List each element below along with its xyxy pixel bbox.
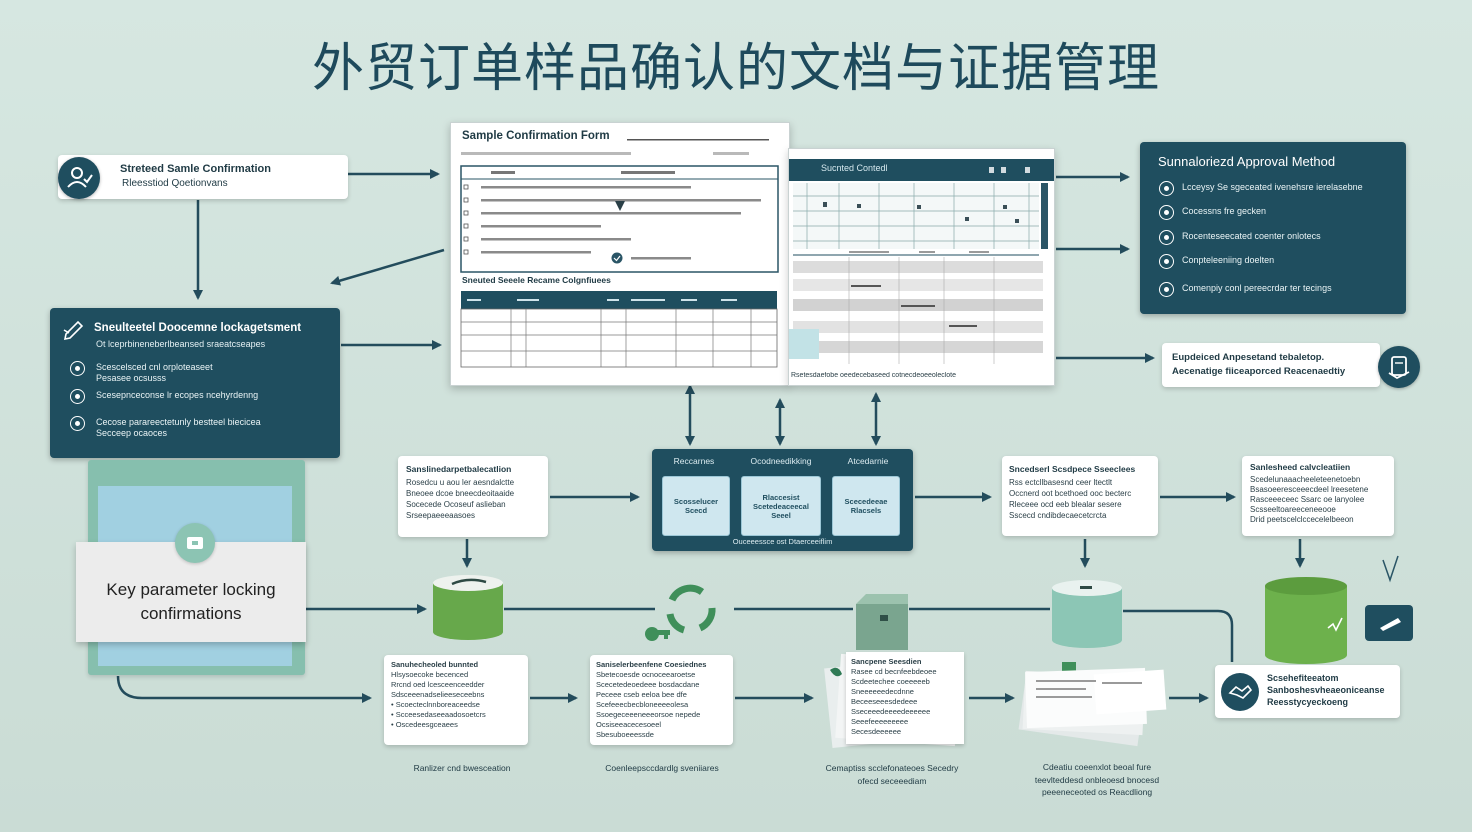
records-card-header: Sucnted Contedl xyxy=(821,163,888,173)
check-mark-icon xyxy=(1382,555,1399,583)
mailbox-icon xyxy=(856,594,908,650)
bullet-icon: • xyxy=(391,720,396,729)
key-icon xyxy=(645,627,670,641)
user-check-icon xyxy=(58,157,100,199)
paper-stack-icon xyxy=(1018,662,1167,747)
approval-item-icon xyxy=(1159,282,1174,297)
approval-method-title: Sunnaloriezd Approval Method xyxy=(1158,154,1336,169)
center-header: Atcedarnie xyxy=(847,456,889,466)
locking-item: Cecose parareectetunly bestteel biecicea… xyxy=(96,417,261,438)
center-header: Reccarnes xyxy=(673,456,715,466)
flow-arrow xyxy=(116,675,372,703)
handshake-icon xyxy=(1221,673,1259,711)
approval-item: Conpteleeniing doelten xyxy=(1182,255,1275,265)
sample-confirmation-form: Sample Confirmation Form Sneuted Seeele … xyxy=(450,122,790,386)
lock-icon xyxy=(175,523,215,563)
archive-line: Scsehefiteeatom xyxy=(1267,673,1339,683)
approval-method-panel: Sunnaloriezd Approval Method Lcceysy Se … xyxy=(1140,142,1406,314)
green-cylinder-icon xyxy=(433,575,503,640)
center-verification-panel: Reccarnes Ocodneedikking Atcedarnie Scos… xyxy=(652,449,913,551)
sample-box-line1: Streteed Samle Confirmation xyxy=(120,163,271,175)
sample-box-line2: Rleesstiod Qoetionvans xyxy=(122,178,228,189)
approval-item: Cocessns fre gecken xyxy=(1182,206,1267,216)
locking-item: Scesepnceconse lr ecopes ncehyrdenng xyxy=(96,390,259,400)
approval-note-line2: Aecenatige fiiceaporced Reacenaedtiy xyxy=(1172,366,1346,377)
form-body-graphic xyxy=(460,139,779,368)
locking-title: Sneulteetel Doocemne lockagetsment xyxy=(94,322,302,334)
form-section-label: Sneuted Seeele Recame Colgnfiuees xyxy=(462,275,611,285)
approval-item: Comenpiy conl pereecrdar ter tecings xyxy=(1182,283,1332,293)
approval-item-icon xyxy=(1159,254,1174,269)
approval-note-box: Eupdeiced Anpesetand tebaletop. Aecenati… xyxy=(1162,343,1380,387)
center-caption: Ouceeessce ost Dtaerceeiflim xyxy=(732,537,833,546)
records-card-footer: Rsetesdaefobe oeedecebaseed cotnecdeoeeo… xyxy=(791,372,957,379)
approval-item-icon xyxy=(1159,205,1174,220)
key-parameter-card: Key parameter locking confirmations xyxy=(76,542,306,642)
bottom-process-box: Sanuhecheoled bunnted Hlsysoecoke becenc… xyxy=(384,655,528,745)
document-hand-icon xyxy=(1378,346,1420,388)
process-box: Sanslinedarpetbalecatlion Rosedcu u aou … xyxy=(398,456,548,537)
teal-cylinder-icon xyxy=(1052,580,1122,648)
process-box: Sncedserl Scsdpece Sseeclees Rss ectcllb… xyxy=(1002,456,1158,536)
approval-item: Lcceysy Se sgeceated ivenehsre ierelaseb… xyxy=(1182,182,1363,192)
key-card-line2: confirmations xyxy=(140,604,242,623)
recycle-icon xyxy=(666,584,716,634)
form-title: Sample Confirmation Form xyxy=(462,130,610,142)
bottom-process-box: Saniselerbeenfene Coesiednes Sbetecoesde… xyxy=(590,655,733,745)
records-grid-graphic xyxy=(789,159,1054,364)
flow-arrow xyxy=(330,248,445,286)
document-sheet: Sancpene Seesdien Rasee cd becnfeebdeoee… xyxy=(846,652,964,744)
step-caption: Ranlizer cnd bwesceation xyxy=(413,763,511,773)
archive-line: Sanboshesvheaeoniceanse xyxy=(1267,685,1385,695)
bullet-icon: • xyxy=(391,700,396,709)
approval-note-line1: Eupdeiced Anpesetand tebaletop. xyxy=(1172,352,1325,363)
approval-item-icon xyxy=(1159,230,1174,245)
locking-item-icon xyxy=(70,361,85,376)
pointer-icon xyxy=(615,201,625,211)
sample-confirmation-box: Streteed Samle Confirmation Rleesstiod Q… xyxy=(58,155,348,199)
process-box: Sanlesheed calvcleatiien Scedelunaaachee… xyxy=(1242,456,1394,536)
edit-tile-icon xyxy=(1365,605,1413,641)
step-caption: Coenleepsccdardlg sveniiares xyxy=(605,763,719,773)
check-circle-icon xyxy=(611,252,623,264)
locking-item-icon xyxy=(70,416,85,431)
locking-subtitle: Ot lceprbineneberlbeansed sraeatcseapes xyxy=(96,339,266,349)
archive-line: Reesstycyeckoeng xyxy=(1267,697,1349,707)
approval-item-icon xyxy=(1159,181,1174,196)
bullet-icon: • xyxy=(391,710,396,719)
document-locking-panel: Sneulteetel Doocemne lockagetsment Ot lc… xyxy=(50,308,340,458)
key-card-line1: Key parameter locking xyxy=(106,580,276,599)
center-header: Ocodneedikking xyxy=(750,456,812,466)
large-green-cylinder-icon xyxy=(1265,577,1347,664)
archive-box: Scsehefiteeatom Sanboshesvheaeoniceanse … xyxy=(1215,665,1400,718)
page-title: 外贸订单样品确认的文档与证据管理 xyxy=(311,39,1160,99)
approval-item: Rocenteseecated coenter onlotecs xyxy=(1182,231,1321,241)
flow-line xyxy=(1123,609,1234,662)
records-table-card: Sucnted Contedl Rsetesdaefobe oeedecebas… xyxy=(788,148,1055,386)
pen-icon xyxy=(63,320,84,341)
locking-item-icon xyxy=(70,389,85,404)
